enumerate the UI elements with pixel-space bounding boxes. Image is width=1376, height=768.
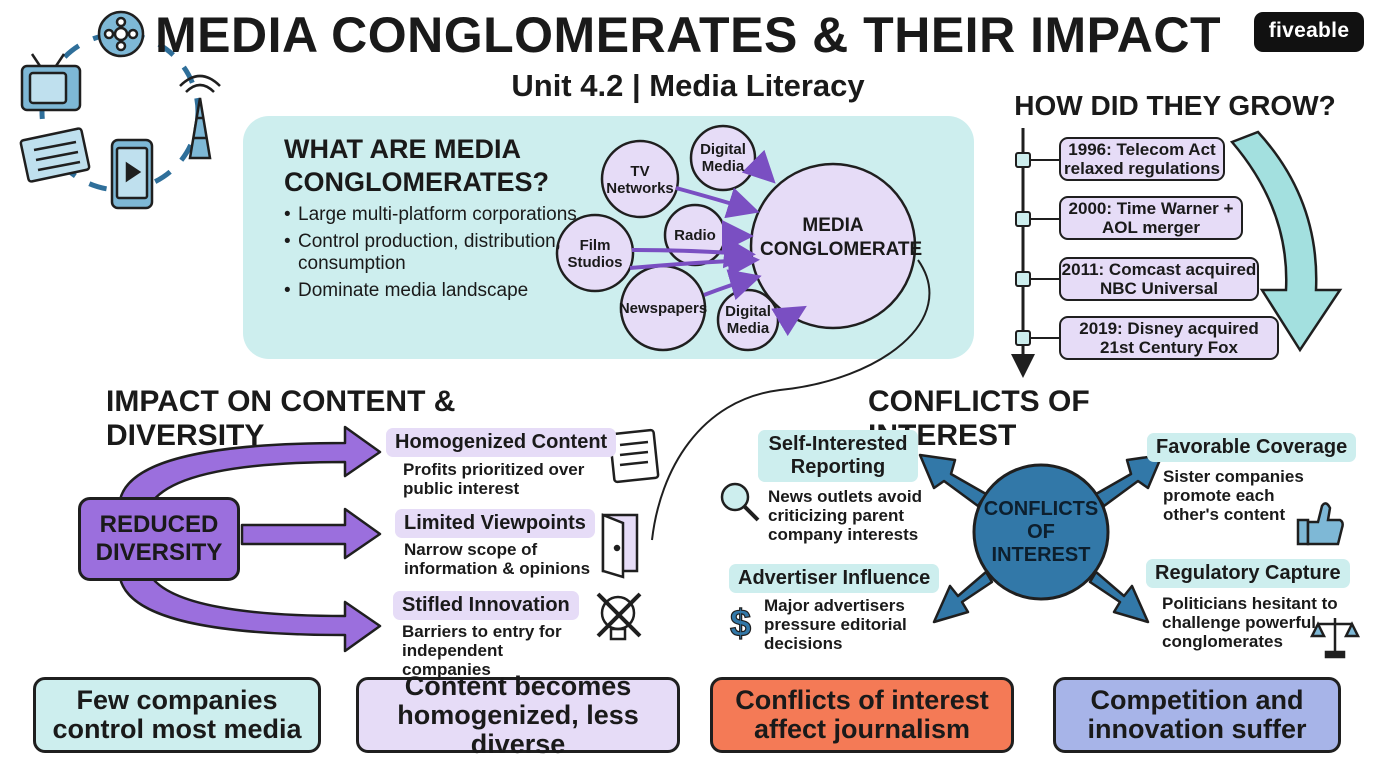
dollar-icon: $ [729, 602, 751, 645]
summary-box-1: Few companies control most media [33, 677, 321, 753]
crossed-lightbulb-icon [596, 592, 642, 641]
bubble-label-tv-networks: TV Networks [606, 163, 674, 197]
definition-bullet: Large multi-platform corporations [284, 204, 584, 226]
summary-box-4: Competition and innovation suffer [1053, 677, 1341, 753]
summary-box-3: Conflicts of interest affect journalism [710, 677, 1014, 753]
bubble-tv-networks [600, 139, 680, 219]
door-icon [601, 513, 639, 579]
bubble-label-radio: Radio [674, 226, 716, 244]
impact-label-stifled-innovation: Stifled Innovation [393, 591, 579, 620]
bubble-label-newspapers: Newspapers [618, 299, 708, 317]
definition-title: WHAT ARE MEDIA CONGLOMERATES? [284, 134, 549, 197]
timeline-event-1996: 1996: Telecom Act relaxed regulations [1059, 137, 1225, 181]
conflict-label-regulatory: Regulatory Capture [1146, 559, 1350, 588]
conflict-desc-regulatory: Politicians hesitant to challenge powerf… [1162, 594, 1338, 651]
growth-title: HOW DID THEY GROW? [1014, 90, 1336, 121]
bubble-label-digital-media-top: Digital Media [700, 141, 746, 175]
timeline-event-2011: 2011: Comcast acquired NBC Universal [1059, 257, 1259, 301]
impact-desc-stifled-innovation: Barriers to entry for independent compan… [402, 622, 562, 679]
conglomerate-label: MEDIA CONGLOMERATE [760, 215, 923, 260]
timeline-event-2019: 2019: Disney acquired 21st Century Fox [1059, 316, 1279, 360]
impact-label-homogenized: Homogenized Content [386, 428, 617, 457]
conflict-label-favorable: Favorable Coverage [1147, 433, 1357, 462]
newspaper-icon [19, 127, 91, 183]
fiveable-logo: fiveable [1254, 12, 1364, 52]
scales-icon [1309, 618, 1361, 659]
timeline-event-2000: 2000: Time Warner + AOL merger [1059, 196, 1243, 240]
definition-bullet: Dominate media landscape [284, 280, 584, 302]
impact-desc-homogenized: Profits prioritized over public interest [403, 460, 585, 498]
conflict-desc-favorable: Sister companies promote each other's co… [1163, 467, 1304, 524]
page-title: MEDIA CONGLOMERATES & THEIR IMPACT [154, 7, 1222, 63]
impact-desc-limited-viewpoints: Narrow scope of information & opinions [404, 540, 591, 578]
conflict-desc-self-interested: News outlets avoid criticizing parent co… [768, 487, 922, 544]
definition-list: Large multi-platform corporations Contro… [284, 204, 584, 307]
page-subtitle: Unit 4.2 | Media Literacy [511, 68, 865, 103]
impact-label-limited-viewpoints: Limited Viewpoints [395, 509, 595, 538]
definition-bullet: Control production, distribution, consum… [284, 231, 584, 275]
reduced-diversity-box: REDUCED DIVERSITY [78, 497, 240, 581]
impact-arrows [118, 425, 382, 653]
summary-box-2: Content becomes homogenized, less divers… [356, 671, 680, 758]
smartphone-icon [110, 138, 154, 210]
thumbs-up-icon [1296, 502, 1344, 546]
newspaper-icon [608, 428, 660, 484]
antenna-tower-icon [179, 74, 221, 160]
conflict-desc-advertiser: Major advertisers pressure editorial dec… [764, 596, 907, 653]
conflicts-arrows [918, 453, 1164, 624]
bubble-label-film-studios: Film Studios [567, 237, 623, 271]
growth-arrow [1229, 130, 1343, 353]
conflict-label-advertiser: Advertiser Influence [729, 564, 940, 593]
tv-icon [20, 53, 82, 112]
impact-title: IMPACT ON CONTENT & DIVERSITY [106, 385, 456, 452]
magnifier-icon [720, 482, 760, 522]
conflict-label-self-interested: Self-Interested Reporting [758, 430, 918, 482]
conflicts-center-label: CONFLICTS OF INTEREST [983, 497, 1099, 566]
connector-line [651, 259, 931, 541]
bubble-label-digital-media-bottom: Digital Media [725, 303, 771, 337]
media-cycle-icon [19, 10, 221, 210]
svg-text:$: $ [730, 603, 751, 645]
film-reel-icon [97, 10, 145, 58]
